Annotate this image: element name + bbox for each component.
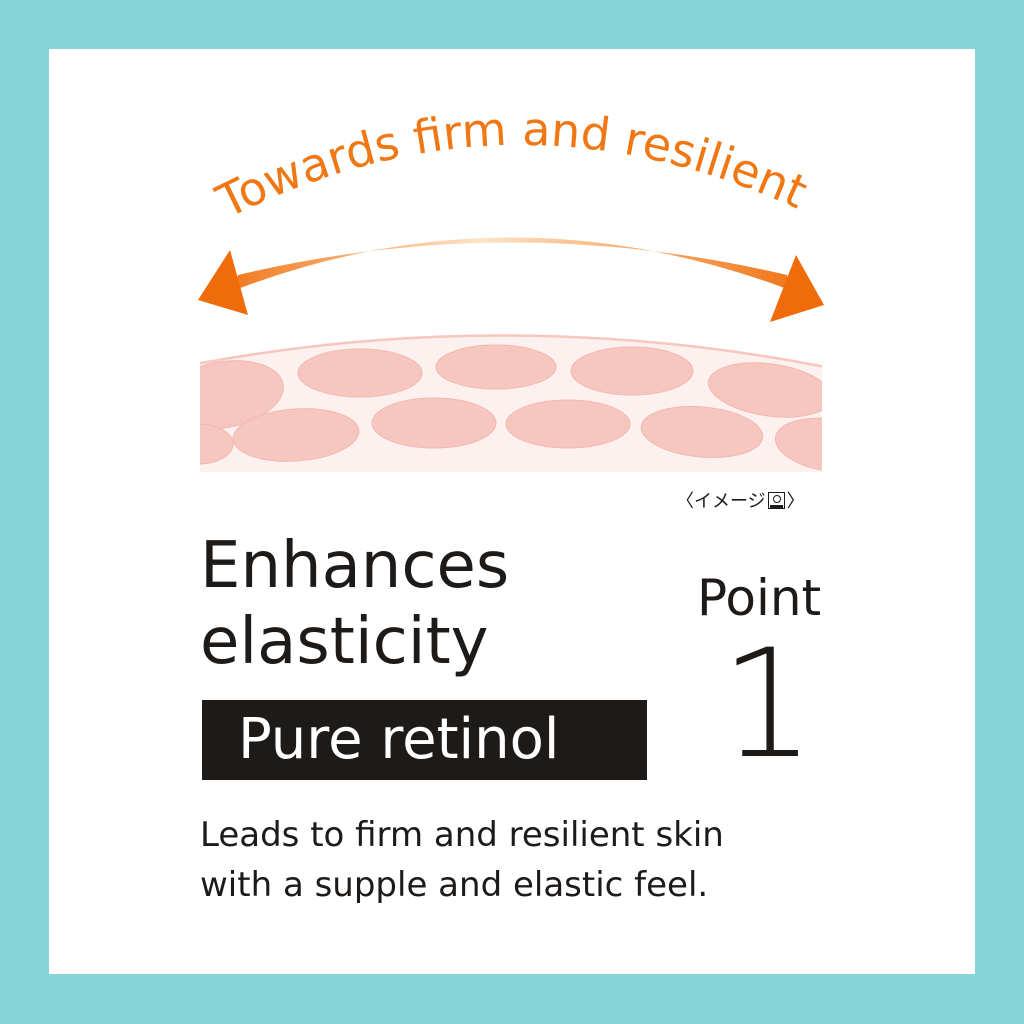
image-note-end: 〉 [786,491,805,512]
point-number: 1 [720,618,816,792]
ingredient-label: Pure retinol [238,707,560,772]
description: Leads to firm and resilient skin with a … [200,810,724,910]
ingredient-badge: Pure retinol [202,700,647,780]
description-line-2: with a supple and elastic feel. [200,865,709,905]
arc-heading: Towards firm and resilient [207,102,815,229]
skin-layer [200,334,822,472]
arrow-head-left [198,250,248,315]
title: Enhances elasticity [200,528,509,680]
portrait-icon [767,492,785,509]
title-line-2: elasticity [200,605,489,679]
title-line-1: Enhances [200,529,510,603]
point-label: Point [697,569,822,627]
description-line-1: Leads to firm and resilient skin [200,815,724,855]
image-note: 〈イメージ〉 [676,490,805,514]
content-panel [49,49,975,974]
image-note-text: 〈イメージ [676,491,766,512]
arrow-head-right [770,255,824,322]
arrow-body [235,237,790,290]
